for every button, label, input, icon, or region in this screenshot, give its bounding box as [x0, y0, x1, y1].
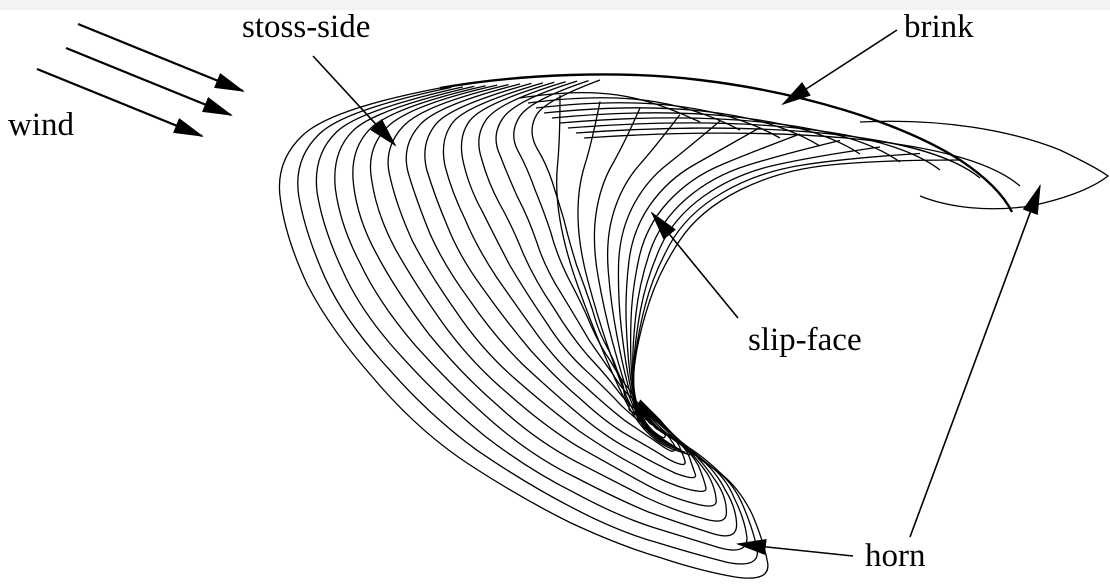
crest-contour-line [583, 132, 1021, 187]
slip-face-contour-line [629, 133, 801, 441]
crest-contour-line [559, 117, 901, 163]
wind-label: wind [8, 107, 74, 143]
stoss-side-pointer [312, 55, 397, 147]
brink-label: brink [904, 9, 974, 45]
stoss-contour-line [460, 81, 666, 439]
horn-pointer-left [736, 538, 854, 557]
stoss-contour-line [442, 82, 676, 452]
slip-face-contour-line [556, 94, 691, 456]
slip-face-contour-line [632, 152, 921, 433]
slip-face-pointer [650, 211, 739, 319]
horn-pointer-right [909, 184, 1041, 538]
wind-arrow-1 [77, 22, 245, 93]
stoss-contour-line [424, 82, 686, 466]
stoss-contour-line [478, 81, 656, 426]
horn-label: horn [865, 538, 926, 574]
stoss-contour-line [297, 86, 758, 565]
slip-face-contour-line [632, 146, 881, 436]
wind-arrow-2 [65, 46, 233, 117]
brink-line [439, 73, 1014, 213]
slip-face-label: slip-face [748, 322, 862, 358]
slip-face-contour-line [593, 107, 682, 451]
stoss-contour-line [369, 84, 717, 507]
stoss-contour-line [278, 87, 769, 579]
stoss-contour-lines [278, 79, 769, 579]
pointer-arrows [312, 29, 1041, 557]
right-horn-outline [859, 120, 1110, 210]
crest-contour-line [575, 127, 981, 179]
stoss-contour-line [352, 85, 728, 522]
crest-contour-line [551, 112, 861, 155]
crest-contour-line [567, 122, 941, 171]
slip-face-contour-line [577, 101, 686, 454]
wind-arrows [36, 22, 245, 138]
stoss-side-label: stoss-side [242, 9, 371, 45]
crest-contour-line [543, 107, 821, 147]
crest-contour-line [535, 102, 781, 139]
stoss-contour-line [334, 85, 738, 537]
stoss-contour-line [495, 80, 646, 418]
brink-pointer [781, 29, 898, 106]
stoss-contour-line [405, 83, 697, 479]
stoss-contour-line [315, 86, 748, 551]
slip-face-contour-lines [519, 91, 1021, 456]
crest-contour-line [527, 97, 741, 131]
stoss-contour-line [387, 83, 707, 493]
slip-face-contour-line [632, 159, 961, 431]
wind-arrow-3 [36, 67, 204, 138]
